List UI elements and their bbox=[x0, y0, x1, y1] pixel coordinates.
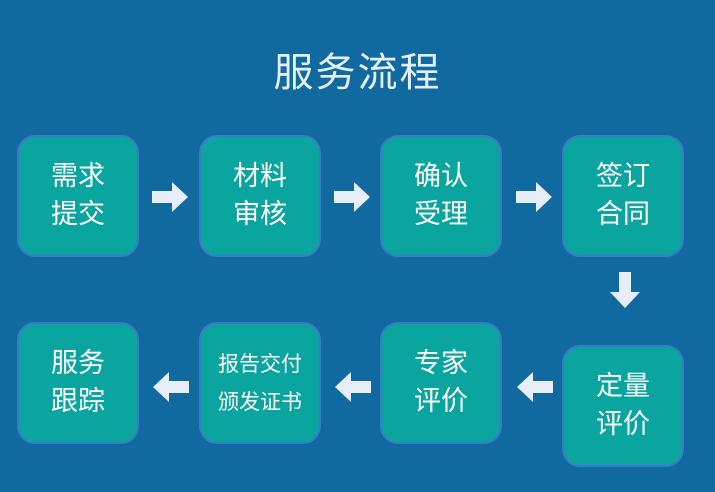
step-label: 确认 bbox=[414, 161, 468, 192]
step-expert-evaluation: 专家评价 bbox=[380, 322, 502, 444]
step-quantitative-evaluation: 定量评价 bbox=[562, 345, 684, 467]
step-label: 提交 bbox=[51, 199, 105, 230]
step-service-tracking: 服务跟踪 bbox=[17, 322, 139, 444]
step-label: 评价 bbox=[414, 386, 468, 417]
step-label: 签订 bbox=[596, 161, 650, 192]
arrow-right-icon bbox=[152, 182, 188, 212]
arrow-right-icon bbox=[334, 182, 370, 212]
arrow-down-icon bbox=[610, 272, 640, 308]
step-material-review: 材料审核 bbox=[199, 135, 321, 257]
step-label: 需求 bbox=[51, 161, 105, 192]
step-label: 跟踪 bbox=[51, 386, 105, 417]
arrow-left-icon bbox=[517, 372, 553, 402]
step-sign-contract: 签订合同 bbox=[562, 135, 684, 257]
arrow-right-icon bbox=[516, 182, 552, 212]
step-label: 评价 bbox=[596, 409, 650, 440]
step-label: 报告交付 bbox=[218, 352, 302, 376]
step-label: 受理 bbox=[414, 199, 468, 230]
step-label: 定量 bbox=[596, 371, 650, 402]
step-requirement-submission: 需求提交 bbox=[17, 135, 139, 257]
step-label: 合同 bbox=[596, 199, 650, 230]
step-label: 服务 bbox=[51, 348, 105, 379]
arrow-left-icon bbox=[335, 372, 371, 402]
step-report-delivery: 报告交付颁发证书 bbox=[199, 322, 321, 444]
page-title: 服务流程 bbox=[273, 50, 442, 96]
step-confirm-acceptance: 确认受理 bbox=[380, 135, 502, 257]
arrow-left-icon bbox=[153, 372, 189, 402]
step-label: 材料 bbox=[233, 161, 287, 192]
step-label: 审核 bbox=[233, 199, 287, 230]
step-label: 颁发证书 bbox=[218, 390, 302, 414]
step-label: 专家 bbox=[414, 348, 468, 379]
